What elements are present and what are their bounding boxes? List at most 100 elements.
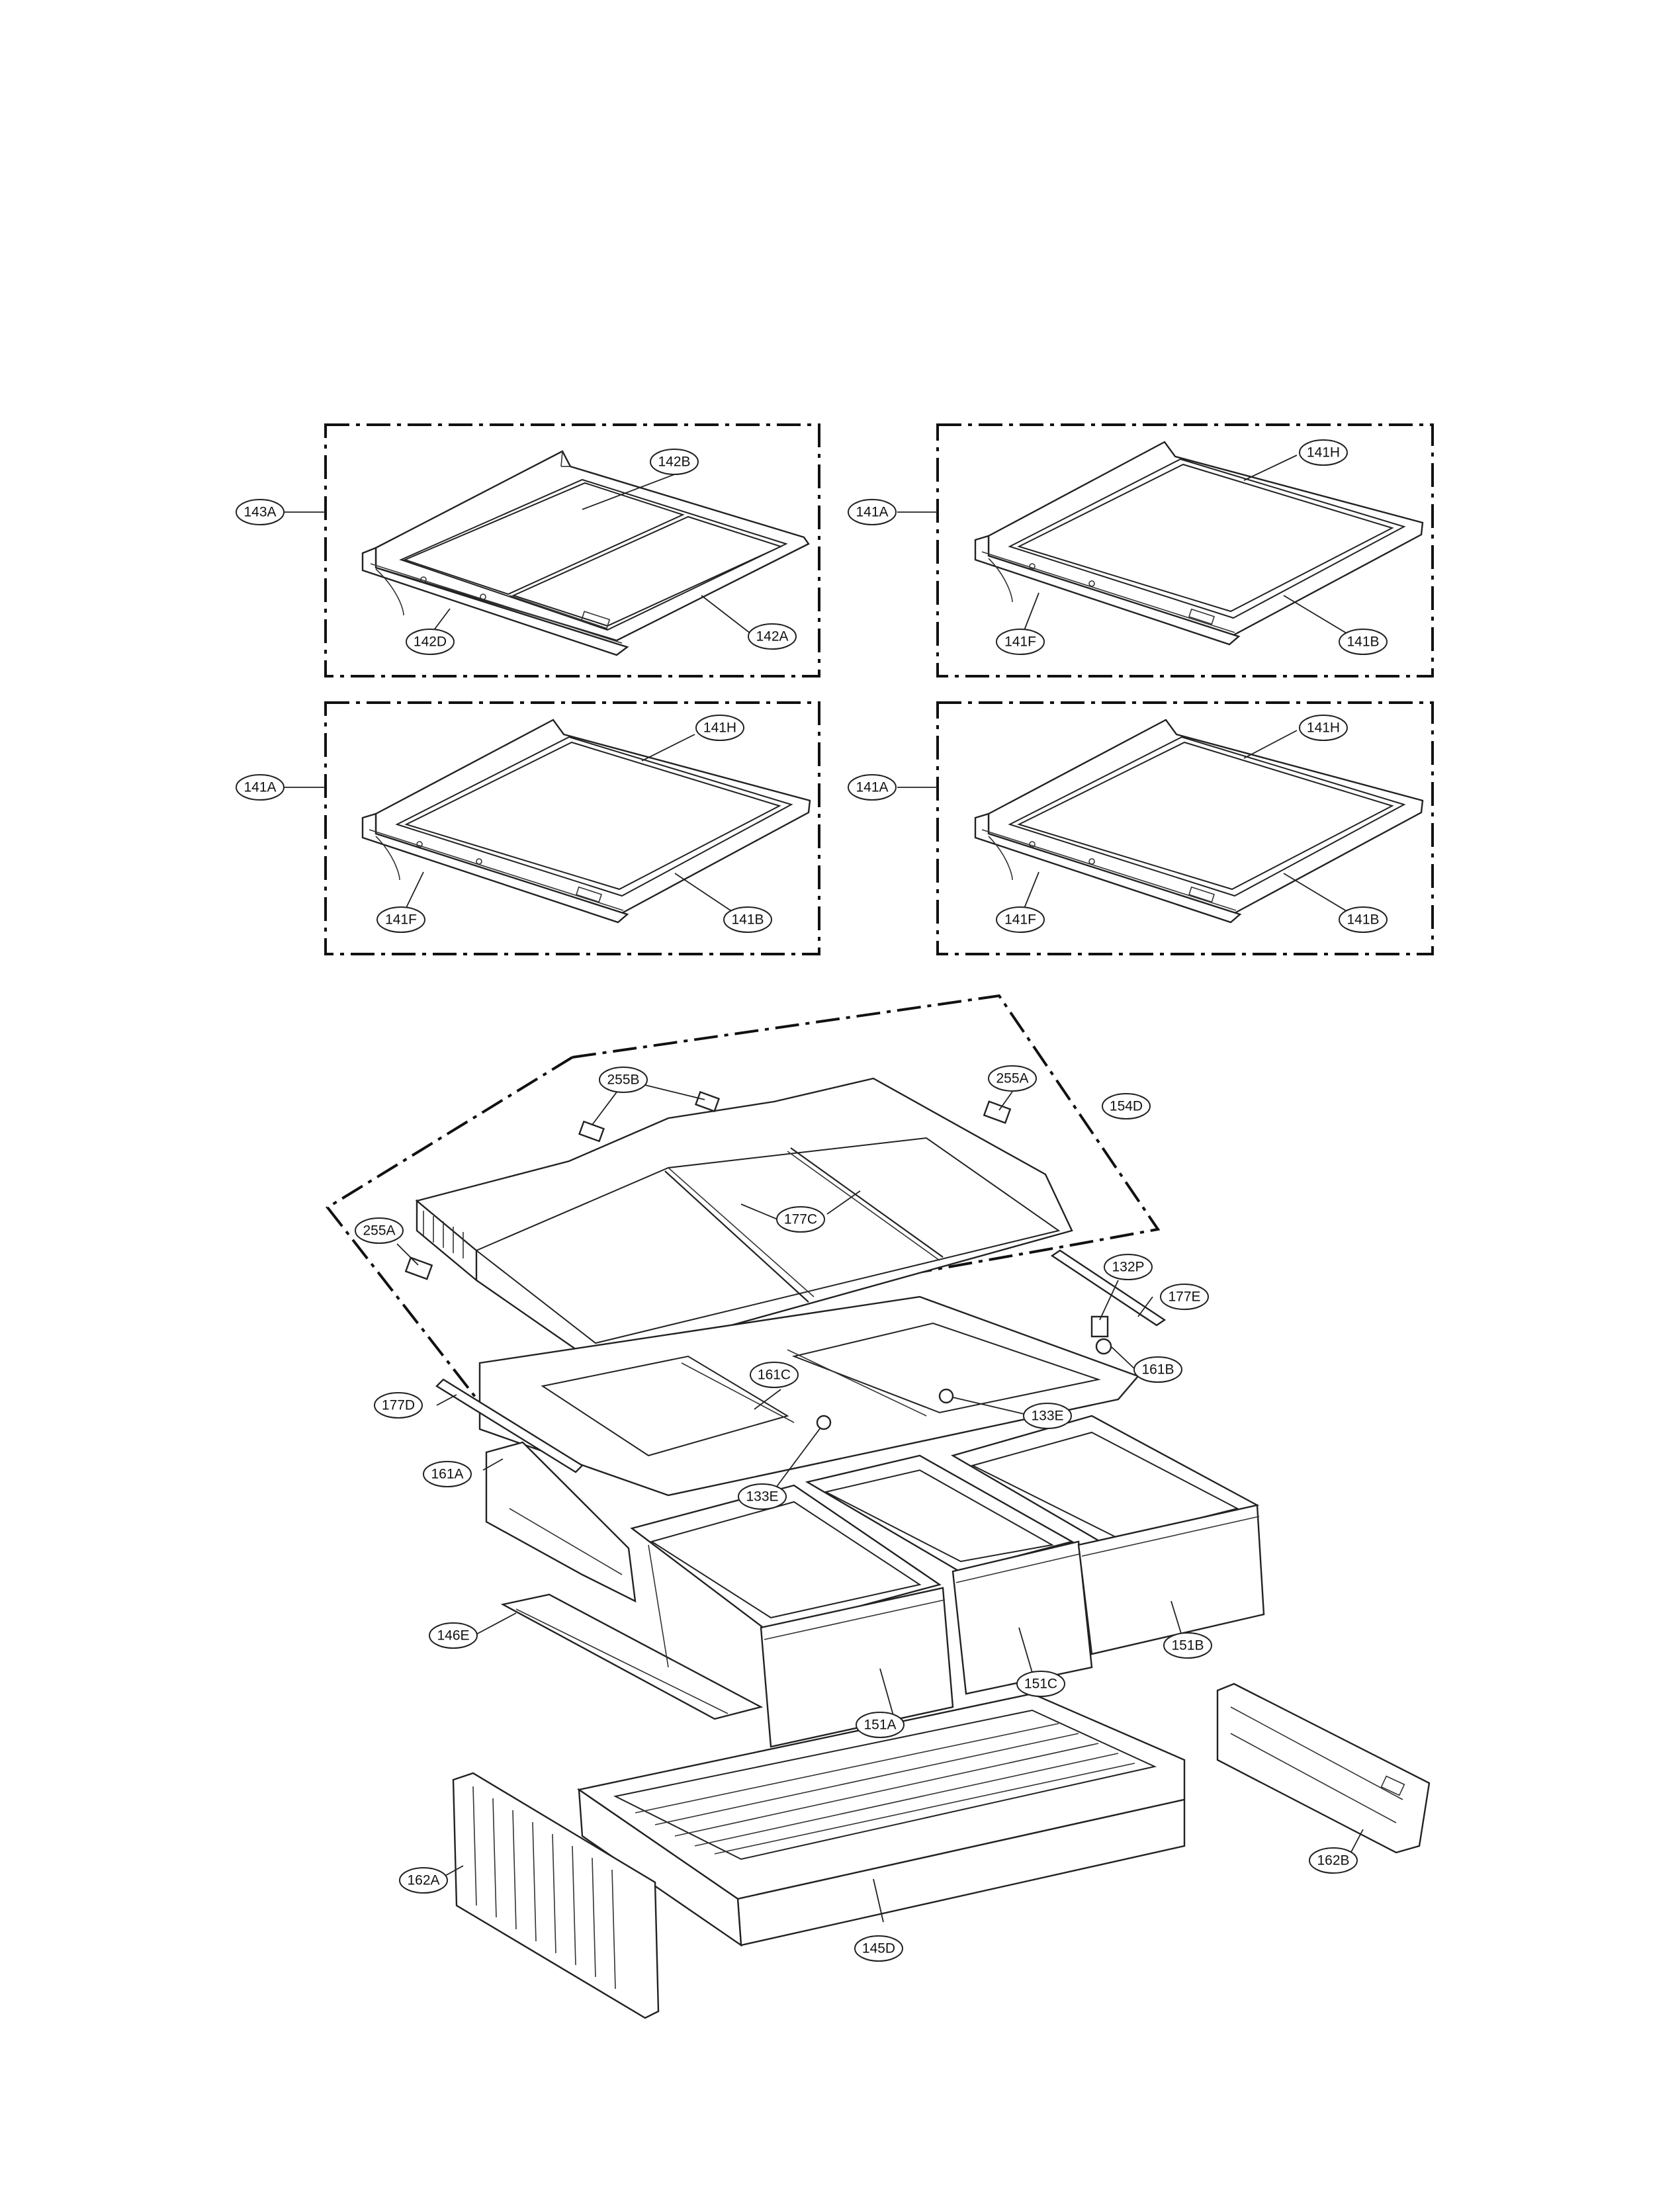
shelf-141a-drawing-mid-right xyxy=(974,719,1424,924)
label-141h-1: 141H xyxy=(1307,445,1340,460)
roller-133e-left xyxy=(816,1415,832,1430)
callout-141a-1: 141A xyxy=(848,499,897,525)
callout-162a: 162A xyxy=(399,1867,448,1894)
label-154d: 154D xyxy=(1110,1099,1143,1114)
callout-151c: 151C xyxy=(1016,1671,1065,1697)
cover-boundary-left xyxy=(326,1056,574,1404)
callout-162b: 162B xyxy=(1309,1847,1358,1874)
label-162b: 162B xyxy=(1317,1853,1349,1868)
callout-177c: 177C xyxy=(776,1206,825,1233)
callout-255a-left: 255A xyxy=(355,1217,404,1244)
callout-161c: 161C xyxy=(750,1362,799,1388)
crisper-cover xyxy=(415,1077,1073,1383)
label-142a: 142A xyxy=(756,629,788,644)
callout-177e: 177E xyxy=(1160,1284,1209,1310)
label-162a: 162A xyxy=(407,1873,439,1888)
label-151c: 151C xyxy=(1024,1677,1057,1692)
label-255b: 255B xyxy=(607,1072,639,1088)
label-141f-3: 141F xyxy=(1004,912,1036,928)
callout-141b-2: 141B xyxy=(723,906,772,933)
label-141b-3: 141B xyxy=(1347,912,1379,928)
label-141h-3: 141H xyxy=(1307,721,1340,736)
label-177e: 177E xyxy=(1168,1290,1200,1305)
callout-142d: 142D xyxy=(406,629,455,655)
drawer-151a xyxy=(630,1484,954,1748)
label-141a-2: 141A xyxy=(243,780,276,795)
crisper-frame xyxy=(478,1295,1140,1603)
rail-177d xyxy=(435,1378,584,1473)
callout-145d: 145D xyxy=(854,1935,903,1962)
label-141b-2: 141B xyxy=(731,912,764,928)
panel-frame xyxy=(936,701,1434,955)
shelf-143a-drawing xyxy=(361,450,810,656)
callout-161a: 161A xyxy=(423,1461,472,1487)
shelf-panel-141a-top-right xyxy=(936,423,1434,678)
shelf-panel-141a-mid-right xyxy=(936,701,1434,955)
shelf-panel-141a-mid-left xyxy=(324,701,820,955)
callout-133e-left: 133E xyxy=(738,1483,787,1510)
drawer-151c xyxy=(805,1454,1093,1695)
drawer-151b xyxy=(950,1415,1265,1655)
label-141f-1: 141F xyxy=(1004,635,1036,650)
panel-frame xyxy=(324,423,820,678)
slide-146e xyxy=(500,1593,764,1720)
hinge-255a-right xyxy=(983,1100,1012,1124)
label-141a-3: 141A xyxy=(856,780,888,795)
cover-boundary xyxy=(572,994,1161,1315)
roller-133e-right xyxy=(938,1388,954,1404)
callout-141b-1: 141B xyxy=(1339,629,1388,655)
label-255a-left: 255A xyxy=(363,1223,395,1239)
callout-255a-right: 255A xyxy=(988,1065,1037,1092)
callout-141f-3: 141F xyxy=(996,906,1045,933)
hinge-255b-b xyxy=(694,1090,721,1113)
side-panel-162b xyxy=(1216,1683,1431,1854)
vent-grille xyxy=(423,1211,464,1258)
panel-frame xyxy=(936,423,1434,678)
label-142b: 142B xyxy=(658,455,690,470)
callout-151b: 151B xyxy=(1163,1632,1212,1659)
callout-141h-2: 141H xyxy=(695,715,744,741)
callout-141a-2: 141A xyxy=(236,774,285,801)
hinge-255a-left xyxy=(404,1256,433,1280)
callout-133e-right: 133E xyxy=(1023,1403,1072,1429)
leader-lines xyxy=(285,455,1364,1923)
panel-slats xyxy=(472,1786,616,1990)
label-143a: 143A xyxy=(243,505,276,520)
callout-141h-1: 141H xyxy=(1299,439,1348,466)
callout-142b: 142B xyxy=(650,449,699,475)
callout-161b: 161B xyxy=(1133,1356,1182,1383)
label-141a-1: 141A xyxy=(856,505,888,520)
pantry-drawer-145d xyxy=(577,1692,1186,1947)
callout-132p: 132P xyxy=(1104,1254,1153,1280)
rail-177e xyxy=(1050,1249,1167,1327)
callout-labels: 143A 142B 142D 142A 141A 141H 141F 141B … xyxy=(236,439,1388,1962)
label-151a: 151A xyxy=(863,1718,896,1733)
callout-143a: 143A xyxy=(236,499,285,525)
callout-141f-1: 141F xyxy=(996,629,1045,655)
label-177d: 177D xyxy=(382,1398,415,1413)
shelf-141a-drawing-top-right xyxy=(974,441,1424,646)
callout-141h-3: 141H xyxy=(1299,715,1348,741)
callout-177d: 177D xyxy=(374,1392,423,1419)
label-133e-left: 133E xyxy=(746,1489,778,1505)
label-255a-right: 255A xyxy=(996,1071,1028,1086)
label-132p: 132P xyxy=(1112,1260,1144,1275)
pantry-ribs xyxy=(635,1723,1135,1855)
callout-146e: 146E xyxy=(429,1622,478,1649)
label-161a: 161A xyxy=(431,1467,463,1482)
label-133e-right: 133E xyxy=(1031,1409,1063,1424)
crisper-assembly xyxy=(326,994,1431,2019)
callout-151a: 151A xyxy=(856,1712,905,1738)
label-145d: 145D xyxy=(862,1941,895,1956)
callout-255b: 255B xyxy=(599,1067,648,1093)
callout-141a-3: 141A xyxy=(848,774,897,801)
label-177c: 177C xyxy=(784,1212,817,1227)
label-161c: 161C xyxy=(758,1368,791,1383)
label-146e: 146E xyxy=(437,1628,469,1643)
hinge-255b-a xyxy=(578,1120,605,1143)
label-141b-1: 141B xyxy=(1347,635,1379,650)
label-161b: 161B xyxy=(1141,1362,1174,1378)
callout-141f-2: 141F xyxy=(376,906,425,933)
label-142d: 142D xyxy=(414,635,447,650)
